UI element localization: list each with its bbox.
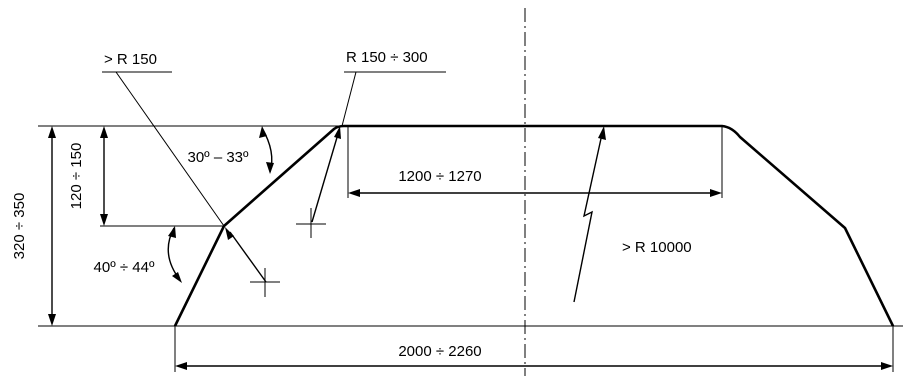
radius-top-leader-line bbox=[341, 71, 357, 127]
radius-top-dimension-line bbox=[311, 133, 339, 223]
height-total-label: 320 ÷ 350 bbox=[11, 193, 28, 260]
arrowhead bbox=[225, 227, 234, 240]
profile-outline bbox=[173, 124, 895, 327]
arrowhead bbox=[598, 126, 606, 140]
radius-outer-label: > R 150 bbox=[104, 51, 157, 68]
arrowhead bbox=[175, 362, 187, 370]
height-upper-label: 120 ÷ 150 bbox=[68, 143, 85, 210]
arrowhead bbox=[48, 126, 56, 138]
angle-upper-label: 30º – 33º bbox=[187, 149, 249, 166]
arrowhead bbox=[334, 126, 341, 139]
arrowhead bbox=[48, 314, 56, 326]
radius-outer-leader-line bbox=[115, 71, 225, 227]
angle-lower-label: 40º ÷ 44º bbox=[94, 259, 155, 276]
radius-large-label: > R 10000 bbox=[622, 239, 692, 256]
arrowhead bbox=[266, 162, 274, 174]
arrowhead bbox=[259, 126, 267, 138]
arrowhead bbox=[172, 272, 182, 283]
radius-outer-dimension-line bbox=[229, 231, 267, 283]
arrowhead bbox=[100, 126, 108, 138]
arrowhead bbox=[100, 214, 108, 226]
radius-large-broken-line bbox=[573, 133, 603, 303]
width-bottom-label: 2000 ÷ 2260 bbox=[398, 343, 481, 360]
arrowhead bbox=[168, 226, 176, 238]
radius-top-label: R 150 ÷ 300 bbox=[346, 49, 428, 66]
width-top-label: 1200 ÷ 1270 bbox=[398, 168, 481, 185]
arrowhead bbox=[348, 189, 360, 197]
arrowhead bbox=[881, 362, 893, 370]
arrowhead bbox=[710, 189, 722, 197]
